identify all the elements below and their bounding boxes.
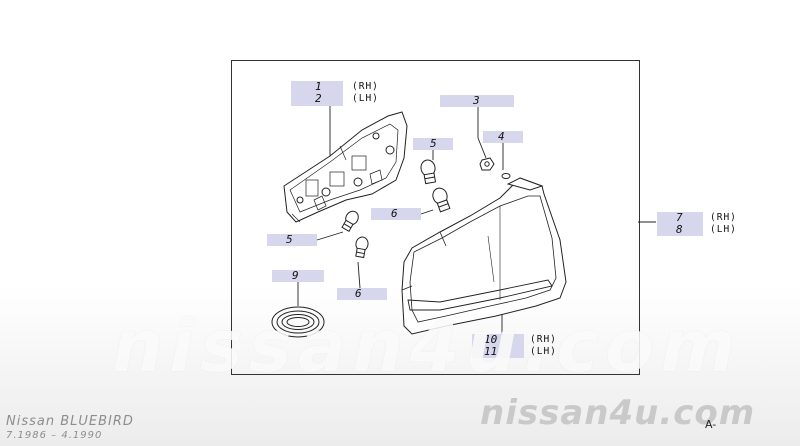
socket-plate — [283, 111, 408, 223]
bulbs — [341, 159, 451, 259]
leader-lines — [297, 106, 656, 334]
part-2-side-label: (LH) — [352, 93, 379, 104]
diagram-frame — [231, 60, 640, 375]
part-2-label: 2 — [315, 92, 322, 105]
part-7-side-label: (RH) — [710, 212, 737, 223]
part-3-label: 3 — [473, 94, 480, 107]
diagram-reference: A- — [705, 418, 717, 431]
part-8-side-label: (LH) — [710, 224, 737, 235]
rear-combination-lamp — [401, 177, 567, 335]
watermark-small: nissan4u.com — [480, 393, 756, 433]
watermark-large: nissan4u.com — [112, 304, 742, 388]
part-5-label-b: 5 — [286, 233, 293, 246]
gasket — [271, 306, 325, 338]
part-6-label-b: 6 — [355, 287, 362, 300]
label-boxes — [267, 81, 703, 358]
part-9-label: 9 — [292, 269, 299, 282]
model-dates: 7.1986 – 4.1990 — [6, 430, 103, 441]
part-11-side-label: (LH) — [530, 346, 557, 357]
part-1-label: 1 — [315, 80, 322, 93]
nut-and-washer — [479, 157, 511, 179]
part-11-label: 11 — [484, 345, 498, 358]
model-name: Nissan BLUEBIRD — [6, 414, 134, 429]
part-5-label-a: 5 — [430, 137, 437, 150]
part-6-label-a: 6 — [391, 207, 398, 220]
part-10-side-label: (RH) — [530, 334, 557, 345]
part-8-label: 8 — [676, 223, 683, 236]
part-7-label: 7 — [676, 211, 683, 224]
part-1-side-label: (RH) — [352, 81, 379, 92]
part-10-label: 10 — [484, 333, 498, 346]
part-4-label: 4 — [498, 130, 505, 143]
